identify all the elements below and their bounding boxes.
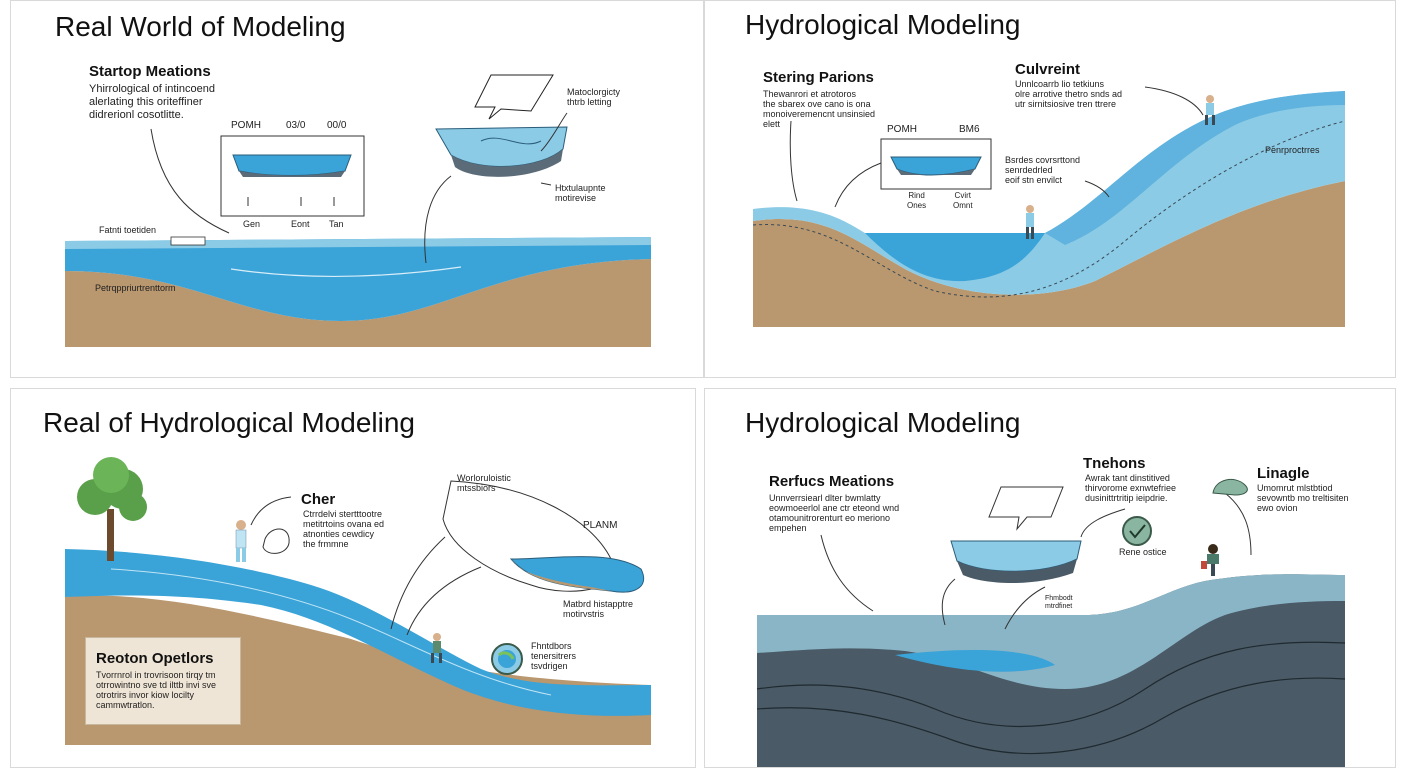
check-icon <box>1122 516 1152 546</box>
right-label: Penrproctrres <box>1265 145 1320 155</box>
soil-layer <box>65 259 651 347</box>
box-tick-1: Gen <box>243 219 261 229</box>
section-body-2: Unnlcoarrb lio tetkiuns olre arrotive th… <box>1015 79 1123 109</box>
box-tick-2: Eont <box>291 219 310 229</box>
callout-top: Worloruloistic mtssbiors <box>457 473 511 493</box>
callout-bottom: Matbrd histapptre motirvstris <box>563 599 634 619</box>
speech-bubble-icon <box>474 74 554 120</box>
section-body: Yhirrological of intincoend alerlating t… <box>89 83 215 121</box>
box-tick-1: Rind Ones <box>907 191 927 210</box>
panel-title: Hydrological Modeling <box>745 9 1021 40</box>
section-body-3: Umomrut mlstbtiod sevowntb mo treltisite… <box>1257 483 1349 513</box>
callout-top: Matoclorgicty thtrb letting <box>567 87 621 107</box>
river-water <box>65 237 651 321</box>
section-body: Unnverrsiearl dlter bwmlatty eowmoeerlol… <box>769 493 900 533</box>
water-surface <box>65 237 651 249</box>
box-label-1: POMH <box>231 120 261 131</box>
box-label-1: POMH <box>887 124 917 135</box>
speech-bubble-icon <box>988 486 1064 531</box>
slope-cross-section <box>752 86 1346 327</box>
dial-icon <box>491 643 523 675</box>
person-icon <box>235 520 247 562</box>
section-heading: Stering Parions <box>763 69 874 86</box>
callout-bottom: Htxtulaupnte motirevise <box>555 183 606 203</box>
person-icon <box>1201 544 1219 576</box>
section-heading-2: Tnehons <box>1083 455 1146 472</box>
box-label-3: 00/0 <box>327 120 347 131</box>
person-icon <box>1026 205 1034 239</box>
section-body-2: Awrak tant dinstitived thirvorome exnwte… <box>1085 473 1177 503</box>
panel-title: Real World of Modeling <box>55 11 346 42</box>
model-basin <box>232 154 352 176</box>
left-label: Fatnti toetiden <box>99 225 157 235</box>
box-heading: Reoton Opetlors <box>96 650 214 667</box>
soil-layer <box>753 181 1345 327</box>
river-water <box>65 549 651 716</box>
section-body: Thewanrori et atrotoros the sbarex ove c… <box>763 89 876 129</box>
mid-note: Bsrdes covrsrttond senrdedrled eoif stn … <box>1005 155 1081 185</box>
plan-label: PLANM <box>583 520 618 531</box>
tree-icon <box>77 457 147 561</box>
section-heading: Cher <box>301 491 336 508</box>
panel-title: Real of Hydrological Modeling <box>43 407 415 438</box>
panel-real-world-of-modeling: Real World of Modeling Startop Meations … <box>10 0 704 378</box>
panel-title: Hydrological Modeling <box>745 407 1021 438</box>
person-icon <box>1205 95 1215 125</box>
box-label-2: BM6 <box>959 124 980 135</box>
aquifer-water <box>895 650 1055 672</box>
thought-bubble-icon <box>262 528 290 554</box>
section-heading-2: Culvreint <box>1015 61 1081 78</box>
small-note: Fhmbodt mtrdfinet <box>1045 595 1073 610</box>
person-icon <box>431 633 442 663</box>
box-tick-3: Tan <box>329 219 344 229</box>
region-options-box: Reoton Opetlors Tvorrnrol in trovrisoon … <box>85 637 241 725</box>
box-tick-2: Cvirt Omnt <box>953 191 973 210</box>
box-label-2: 03/0 <box>286 120 306 131</box>
slope-water <box>1045 91 1345 245</box>
section-heading-3: Linagle <box>1257 465 1310 482</box>
check-label: Rene ostice <box>1119 547 1167 557</box>
panel-hydrological-modeling-top: Hydrological Modeling Stering Parions Th… <box>704 0 1396 378</box>
panel-hydrological-modeling-bottom: Hydrological Modeling Rerfucs Meations U… <box>704 388 1396 768</box>
ground-label: Petrqppriurtrenttorm <box>95 283 176 293</box>
aquifer-layer <box>757 574 1345 689</box>
subsurface-cross-section <box>756 478 1346 767</box>
river-cross-section <box>65 74 651 347</box>
box-body: Tvorrnrol in trovrisoon tirqy tm otrrowi… <box>96 670 217 710</box>
helmet-icon <box>1212 478 1248 496</box>
pond-water <box>865 233 1045 282</box>
section-heading: Rerfucs Meations <box>769 473 895 490</box>
panel-real-of-hydrological-modeling: Real of Hydrological Modeling Cher Ctrrd… <box>10 388 696 768</box>
dial-label: Fhntdbors tenersitrers tsvdrigen <box>531 641 577 671</box>
section-body: Ctrrdelvi stertttootre metitrtoins ovana… <box>303 509 385 549</box>
section-heading: Startop Meations <box>89 63 211 80</box>
